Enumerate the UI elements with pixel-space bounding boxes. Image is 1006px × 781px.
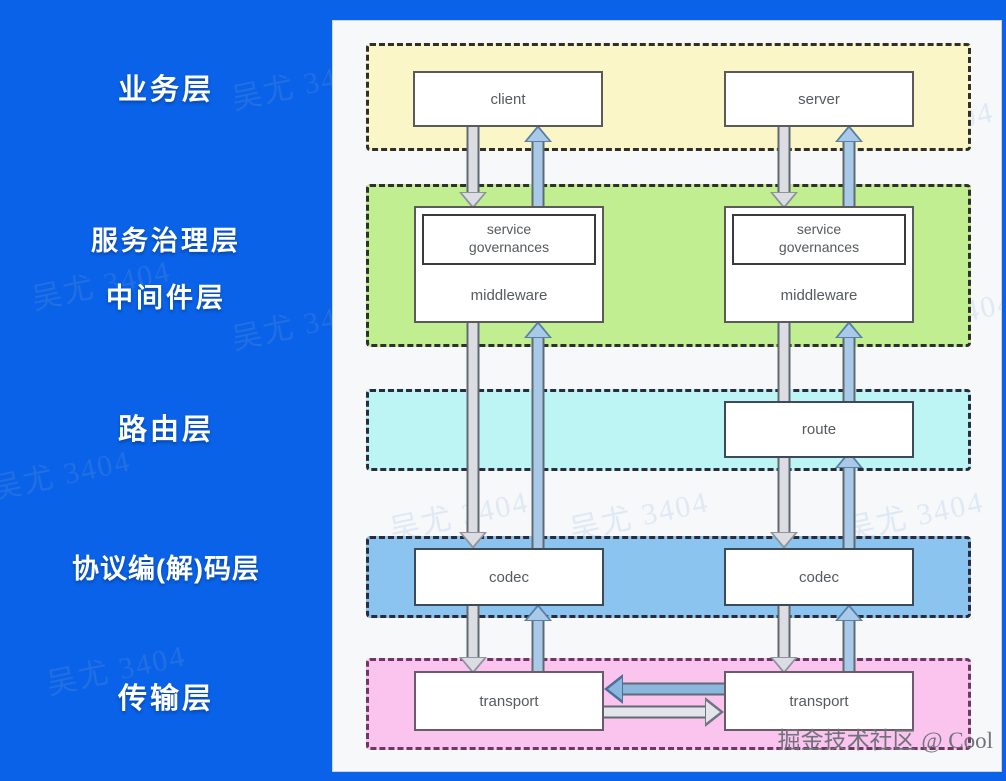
service-governances-line1: service — [486, 221, 532, 237]
layer-label-transport: 传输层 — [117, 683, 214, 715]
source-credit: 掘金技术社区 @ Cool — [777, 728, 993, 753]
node-transport-left-label: transport — [479, 692, 539, 710]
node-client-label: client — [490, 90, 526, 108]
node-codec-left[interactable]: codec — [414, 548, 604, 606]
arrow-up-codec-to-middleware — [523, 321, 553, 549]
arrow-down-server-to-middleware — [769, 127, 799, 209]
node-server[interactable]: server — [724, 71, 914, 127]
node-client[interactable]: client — [413, 71, 603, 127]
node-route[interactable]: route — [724, 401, 914, 458]
layer-label-codec: 协议编(解)码层 — [72, 554, 260, 584]
arrow-down-client-to-middleware — [458, 127, 488, 209]
service-governances-line2: governances — [468, 238, 550, 255]
node-codec-right-label: codec — [798, 568, 840, 586]
node-codec-left-label: codec — [488, 568, 530, 586]
middleware-left-label: middleware — [470, 286, 548, 304]
middleware-right-label: middleware — [780, 286, 858, 304]
arrow-left-transport-response — [604, 674, 724, 704]
arrow-up-route-to-middleware — [834, 321, 864, 405]
arrow-right-transport-request — [604, 697, 724, 727]
node-server-label: server — [798, 90, 840, 108]
node-middleware-left[interactable]: service governances middleware — [414, 206, 604, 323]
layer-label-route: 路由层 — [117, 414, 214, 446]
node-route-label: route — [801, 421, 837, 438]
layer-label-business: 业务层 — [117, 74, 214, 106]
arrow-up-codec-to-route — [834, 451, 864, 549]
arrow-down-codec-to-transport — [458, 606, 488, 674]
node-service-governances-left[interactable]: service governances — [422, 214, 596, 265]
arrow-up-transport-to-codec — [523, 604, 553, 674]
service-governances-line2: governances — [778, 238, 860, 255]
arrow-up-middleware-to-client — [523, 125, 553, 209]
layer-label-middleware: 中间件层 — [106, 283, 226, 313]
arrow-down-codec-to-transport-right — [769, 606, 799, 674]
arrow-up-transport-to-codec-right — [834, 604, 864, 674]
layer-label-governance: 服务治理层 — [91, 226, 241, 256]
diagram-panel: 吴尤 3404 吴尤 3404 吴尤 3404 吴尤 3404 吴尤 3404 … — [332, 20, 1002, 772]
layer-label-column: 吴尤 3404 吴尤 3404 吴尤 3404 吴尤 3404 吴尤 3404 … — [0, 0, 374, 781]
node-transport-left[interactable]: transport — [414, 671, 604, 731]
node-codec-right[interactable]: codec — [724, 548, 914, 606]
node-middleware-right[interactable]: service governances middleware — [724, 206, 914, 323]
arrow-down-middleware-to-codec — [458, 323, 488, 549]
node-transport-right[interactable]: transport — [724, 671, 914, 731]
node-service-governances-right[interactable]: service governances — [732, 214, 906, 265]
service-governances-line1: service — [796, 221, 842, 237]
arrow-up-middleware-to-server — [834, 125, 864, 209]
node-transport-right-label: transport — [789, 692, 849, 710]
